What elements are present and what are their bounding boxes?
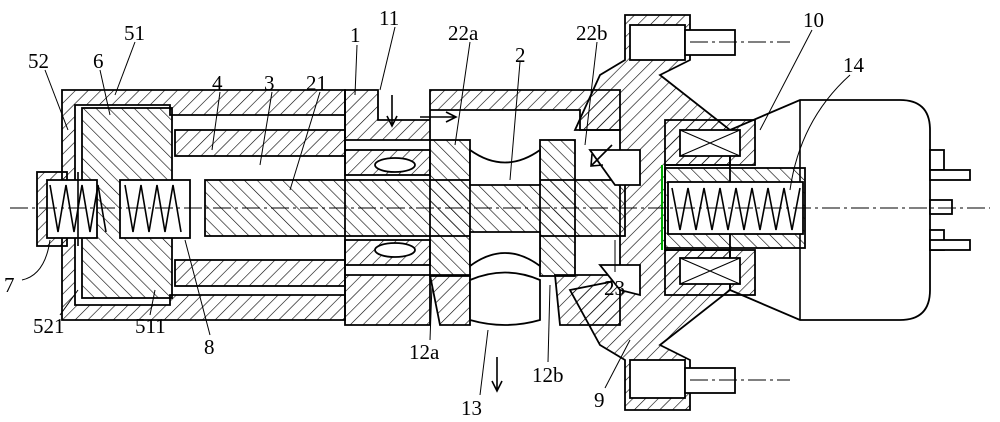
- leader-lines: [21, 26, 851, 396]
- flange: [568, 14, 736, 411]
- label-23: 23: [604, 276, 625, 300]
- label-22b: 22b: [576, 21, 608, 45]
- flow-arrows: [386, 95, 613, 393]
- part-labels: 52 6 51 4 3 21 1 11 22a 2 22b 10 14 7 52…: [4, 6, 865, 420]
- label-9: 9: [594, 388, 605, 412]
- label-3: 3: [264, 71, 275, 95]
- label-12a: 12a: [409, 340, 440, 364]
- label-6: 6: [93, 49, 104, 73]
- label-4: 4: [212, 71, 223, 95]
- bolt-bottom: [629, 359, 686, 399]
- label-1: 1: [350, 23, 361, 47]
- label-521: 521: [33, 314, 65, 338]
- label-22a: 22a: [448, 21, 479, 45]
- label-14: 14: [843, 53, 865, 77]
- label-7: 7: [4, 273, 15, 297]
- label-2: 2: [515, 43, 526, 67]
- label-8: 8: [204, 335, 215, 359]
- label-11: 11: [379, 6, 399, 30]
- spool-2: [204, 139, 626, 326]
- label-21: 21: [306, 71, 327, 95]
- label-10: 10: [803, 8, 824, 32]
- label-52: 52: [28, 49, 49, 73]
- bolt-top: [629, 24, 686, 61]
- label-13: 13: [461, 396, 482, 420]
- solenoid-housing: [729, 99, 971, 321]
- label-51: 51: [124, 21, 145, 45]
- label-12b: 12b: [532, 363, 564, 387]
- label-511: 511: [135, 314, 166, 338]
